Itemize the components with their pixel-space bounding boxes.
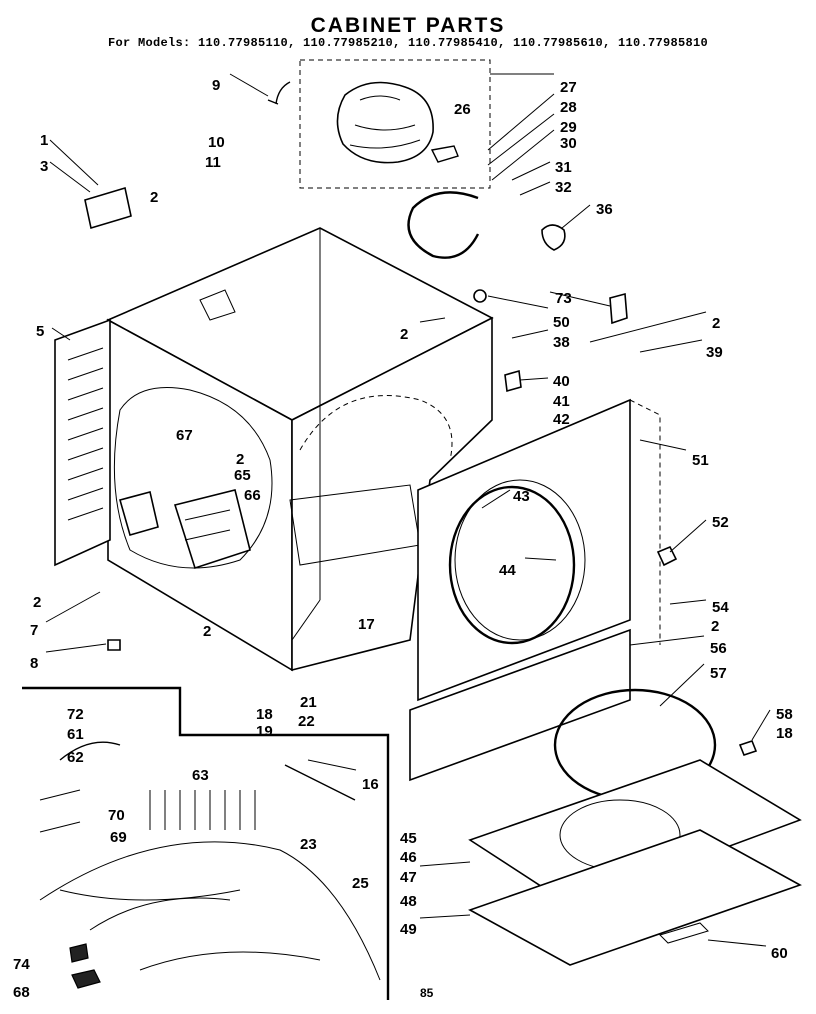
callout-66: 66 xyxy=(244,487,261,504)
callout-3: 3 xyxy=(40,158,48,175)
callout-30: 30 xyxy=(560,135,577,152)
callout-44: 44 xyxy=(499,562,516,579)
motor-assembly-box xyxy=(267,59,491,189)
models-subtitle: For Models: 110.77985110, 110.77985210, … xyxy=(107,36,709,50)
callout-2: 2 xyxy=(400,326,408,343)
front-panel xyxy=(417,398,661,702)
callout-74: 74 xyxy=(13,956,30,973)
callout-18: 18 xyxy=(776,725,793,742)
callout-16: 16 xyxy=(362,776,379,793)
callout-2: 2 xyxy=(203,623,211,640)
diagram-title: CABINET PARTS xyxy=(310,14,506,37)
callout-32: 32 xyxy=(555,179,572,196)
callout-65: 65 xyxy=(234,467,251,484)
rear-panel xyxy=(54,318,111,567)
callout-25: 25 xyxy=(352,875,369,892)
callout-57: 57 xyxy=(710,665,727,682)
callout-2: 2 xyxy=(33,594,41,611)
callout-63: 63 xyxy=(192,767,209,784)
cabinet-body xyxy=(106,227,494,672)
toe-panel xyxy=(409,628,631,782)
wiring-inset-box xyxy=(22,686,390,1000)
callout-31: 31 xyxy=(555,159,572,176)
callout-38: 38 xyxy=(553,334,570,351)
callout-23: 23 xyxy=(300,836,317,853)
callout-49: 49 xyxy=(400,921,417,938)
motor-relay-parts xyxy=(119,489,251,570)
callout-61: 61 xyxy=(67,726,84,743)
callout-8: 8 xyxy=(30,655,38,672)
callout-68: 68 xyxy=(13,984,30,1001)
callout-45: 45 xyxy=(400,830,417,847)
callout-28: 28 xyxy=(560,99,577,116)
callout-2: 2 xyxy=(711,618,719,635)
callout-54: 54 xyxy=(712,599,729,616)
callout-48: 48 xyxy=(400,893,417,910)
callout-60: 60 xyxy=(771,945,788,962)
callout-41: 41 xyxy=(553,393,570,410)
callout-22: 22 xyxy=(298,713,315,730)
callout-1: 1 xyxy=(40,132,48,149)
callout-58: 58 xyxy=(776,706,793,723)
callout-2: 2 xyxy=(150,189,158,206)
callout-43: 43 xyxy=(513,488,530,505)
callout-19: 19 xyxy=(256,723,273,740)
callout-47: 47 xyxy=(400,869,417,886)
callout-18: 18 xyxy=(256,706,273,723)
callout-51: 51 xyxy=(692,452,709,469)
callout-52: 52 xyxy=(712,514,729,531)
cabinet-base xyxy=(468,759,802,966)
leader-lines xyxy=(45,73,771,947)
callout-2: 2 xyxy=(712,315,720,332)
callout-69: 69 xyxy=(110,829,127,846)
callout-11: 11 xyxy=(205,154,221,171)
hardware-parts xyxy=(84,186,758,756)
callout-9: 9 xyxy=(212,77,220,94)
callout-21: 21 xyxy=(300,694,317,711)
callout-40: 40 xyxy=(553,373,570,390)
callout-50: 50 xyxy=(553,314,570,331)
callout-67: 67 xyxy=(176,427,193,444)
callout-39: 39 xyxy=(706,344,723,361)
callout-29: 29 xyxy=(560,119,577,136)
callout-56: 56 xyxy=(710,640,727,657)
callout-46: 46 xyxy=(400,849,417,866)
callout-7: 7 xyxy=(30,622,38,639)
callout-27: 27 xyxy=(560,79,577,96)
callout-70: 70 xyxy=(108,807,125,824)
callout-42: 42 xyxy=(553,411,570,428)
drive-belt xyxy=(407,191,480,259)
callout-5: 5 xyxy=(36,323,44,340)
callout-36: 36 xyxy=(596,201,613,218)
page-number: 85 xyxy=(420,986,434,1000)
callout-2: 2 xyxy=(236,451,244,468)
callout-26: 26 xyxy=(454,101,471,118)
callout-62: 62 xyxy=(67,749,84,766)
callout-72: 72 xyxy=(67,706,84,723)
callout-73: 73 xyxy=(555,290,572,307)
callout-17: 17 xyxy=(358,616,375,633)
callout-10: 10 xyxy=(208,134,225,151)
